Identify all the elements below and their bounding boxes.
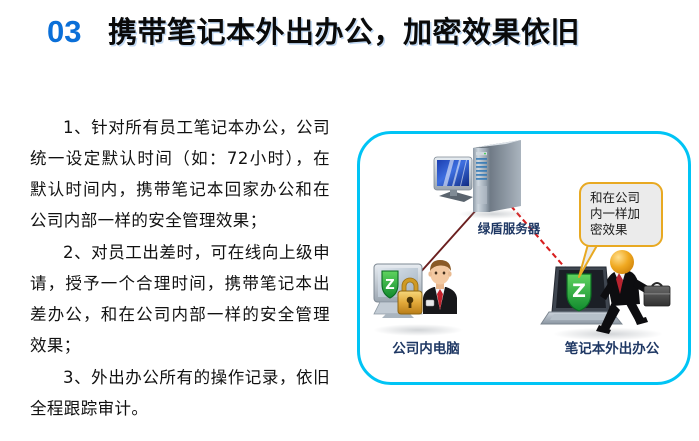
laptop-with-shield-and-walking-businessman-icon: Z xyxy=(540,250,671,341)
diagram-canvas: Z xyxy=(373,140,671,341)
desktop-with-shield-lock-and-employee-icon: Z xyxy=(373,260,463,336)
server-tower-with-monitor-icon xyxy=(433,140,527,219)
paragraph-1: 1、针对所有员工笔记本办公，公司统一设定默认时间（如：72小时），在默认时间内，… xyxy=(30,118,330,230)
callout-bubble: 和在公司 内一样加 密效果 xyxy=(579,182,663,247)
callout-text: 和在公司 内一样加 密效果 xyxy=(590,190,641,237)
paragraph-3: 3、外出办公所有的操作记录，依旧全程跟踪审计。 xyxy=(30,368,330,418)
svg-text:Z: Z xyxy=(385,278,394,293)
mobile-laptop-label: 笔记本外出办公 xyxy=(564,341,660,357)
page-title: 携带笔记本外出办公，加密效果依旧 xyxy=(108,15,581,49)
office-pc-label: 公司内电脑 xyxy=(392,341,460,357)
svg-text:Z: Z xyxy=(572,280,586,302)
server-label: 绿盾服务器 xyxy=(477,221,541,236)
slide-header: 03 携带笔记本外出办公，加密效果依旧 xyxy=(0,8,699,60)
connector-server-to-mobile-laptop xyxy=(510,205,589,295)
slide-number: 03 xyxy=(47,14,82,49)
paragraph-2: 2、对员工出差时，可在线向上级申请，授予一个合理时间，携带笔记本出差办公，和在公… xyxy=(30,243,330,355)
architecture-diagram: Z xyxy=(357,131,691,385)
body-copy: 1、针对所有员工笔记本办公，公司统一设定默认时间（如：72小时），在默认时间内，… xyxy=(30,112,330,425)
